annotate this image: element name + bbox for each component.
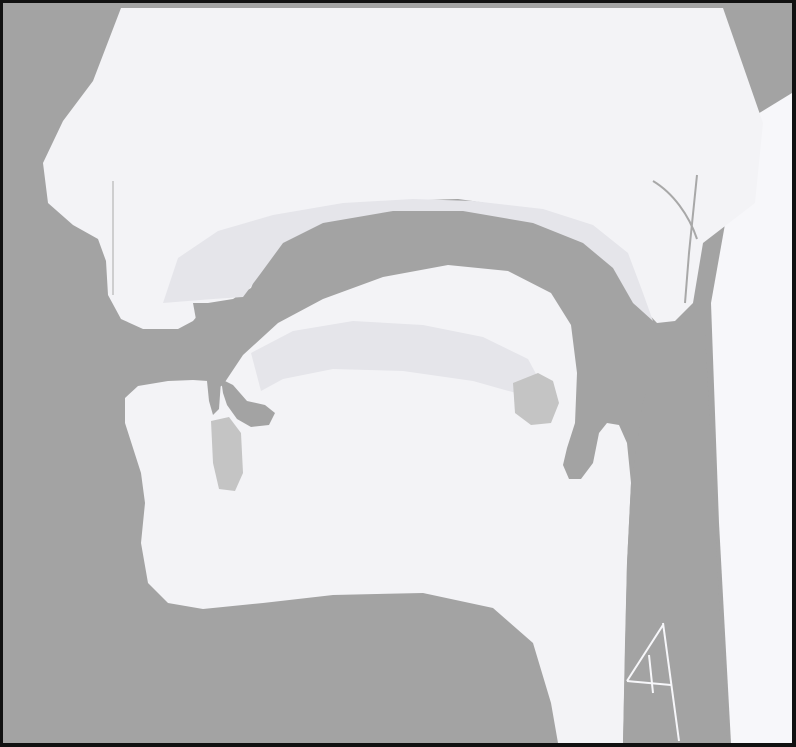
vocal-tract-sagittal-diagram xyxy=(3,3,792,743)
